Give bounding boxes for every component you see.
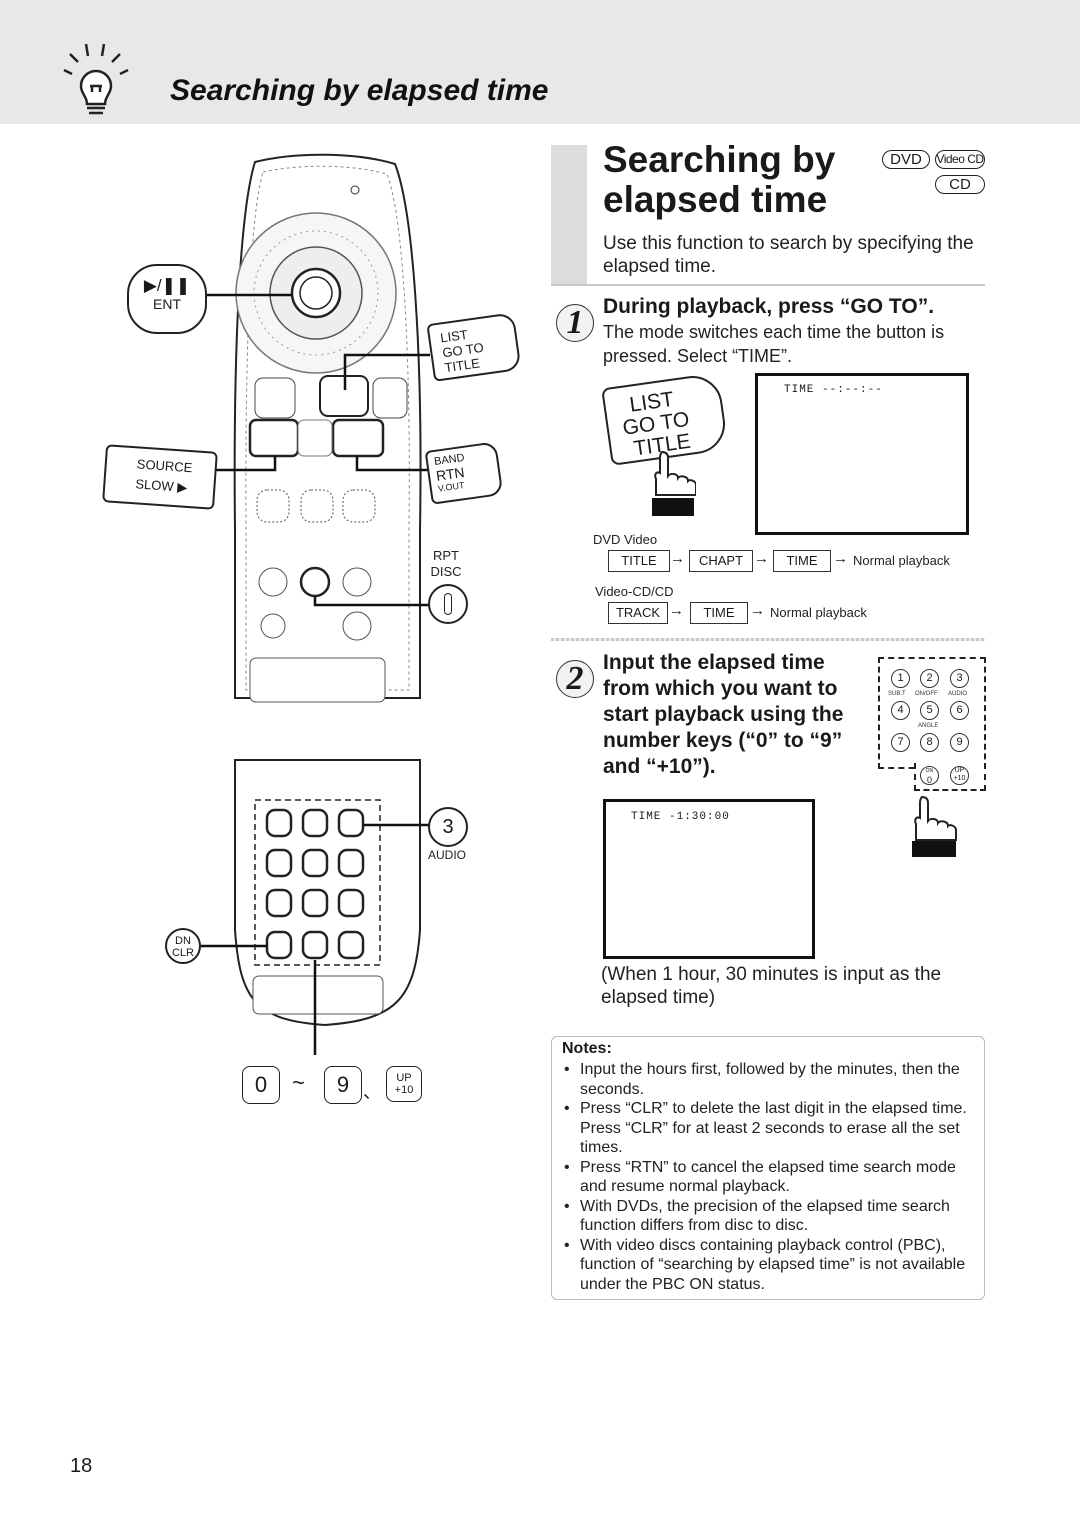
key-6: 6 xyxy=(950,701,969,720)
title-underline xyxy=(551,284,985,286)
key-3: 3 xyxy=(950,669,969,688)
separator: 、 xyxy=(363,1082,381,1102)
dn-label: DN xyxy=(175,935,191,947)
step2-heading-line4: number keys (“0” to “9” xyxy=(603,729,843,752)
pointing-hand-icon xyxy=(912,795,957,857)
up-small-label: UP xyxy=(954,767,965,774)
list-goto-title-callout: LIST GO TO TITLE xyxy=(426,312,522,382)
dvd-video-label: DVD Video xyxy=(593,532,658,547)
step2-number: 2 xyxy=(556,660,594,698)
play-pause-icon: ▶/❚❚ xyxy=(143,276,191,295)
arrow-right-icon: → xyxy=(750,602,765,619)
key-7: 7 xyxy=(891,733,910,752)
header-band xyxy=(0,0,1080,124)
key-5: 5 xyxy=(920,701,939,720)
zero-small-label: 0 xyxy=(926,775,932,785)
key-8: 8 xyxy=(920,733,939,752)
dvd-seq-chapt: CHAPT xyxy=(689,550,753,572)
section-title: Searching by elapsed time xyxy=(603,140,873,220)
rpt-label: RPT xyxy=(433,548,459,563)
zero-key: 0 xyxy=(242,1066,280,1104)
cd-badge: CD xyxy=(935,175,985,194)
video-cd-label: Video-CD/CD xyxy=(595,584,674,599)
nine-key: 9 xyxy=(324,1066,362,1104)
vcd-seq-time: TIME xyxy=(690,602,748,624)
step1-body: The mode switches each time the button i… xyxy=(603,322,945,366)
section-title-line1: Searching by xyxy=(603,139,836,180)
step1-number: 1 xyxy=(556,304,594,342)
lightbulb-icon xyxy=(63,43,129,115)
vcd-normal-playback: Normal playback xyxy=(770,605,867,620)
header-title: Searching by elapsed time xyxy=(170,74,549,107)
dvd-normal-playback: Normal playback xyxy=(853,553,950,568)
clr-label: CLR xyxy=(171,947,194,959)
remote-control-illustration xyxy=(175,153,450,1055)
note-item: With DVDs, the precision of the elapsed … xyxy=(562,1197,982,1236)
audio-small-label: AUDIO xyxy=(948,691,968,697)
subt-label: SUB.T xyxy=(888,691,906,697)
step2-heading: Input the elapsed time from which you wa… xyxy=(603,650,883,780)
arrow-right-icon: → xyxy=(833,550,848,567)
arrow-right-icon: → xyxy=(669,602,684,619)
step2-heading-line5: and “+10”). xyxy=(603,755,716,778)
plus10-label: +10 xyxy=(394,1084,414,1096)
up-label: UP xyxy=(396,1072,412,1084)
notes-title: Notes: xyxy=(562,1040,612,1057)
arrow-right-icon: → xyxy=(754,550,769,567)
video-cd-badge: Video CD xyxy=(935,150,985,169)
step2-heading-line1: Input the elapsed time xyxy=(603,651,825,674)
step2-heading-line2: from which you want to xyxy=(603,677,838,700)
note-item: With video discs containing playback con… xyxy=(562,1236,982,1295)
note-item: Press “CLR” to delete the last digit in … xyxy=(562,1099,982,1158)
slow-label: SLOW ▶ xyxy=(134,476,188,495)
notes-list: Input the hours first, followed by the m… xyxy=(562,1060,982,1294)
page-number: 18 xyxy=(70,1455,93,1477)
dn-clr-callout: DN CLR xyxy=(165,928,201,964)
vcd-seq-track: TRACK xyxy=(608,602,668,624)
key-up-plus10: UP +10 xyxy=(950,766,969,785)
source-slow-callout: SOURCE SLOW ▶ xyxy=(102,444,218,510)
step2-caption: (When 1 hour, 30 minutes is input as the… xyxy=(601,964,942,1008)
dvd-seq-title: TITLE xyxy=(608,550,670,572)
section-title-line2: elapsed time xyxy=(603,179,828,220)
dvd-seq-time: TIME xyxy=(773,550,831,572)
key-0: DN 0 xyxy=(920,766,939,785)
step2-screen: TIME -1:30:00 xyxy=(603,799,815,959)
play-pause-ent-callout: ▶/❚❚ ENT xyxy=(127,264,207,334)
intro-text: Use this function to search by specifyin… xyxy=(603,233,974,277)
plus10-small-label: +10 xyxy=(953,775,966,782)
dn-small-label: DN xyxy=(925,768,934,774)
step1-screen-text: TIME --:--:-- xyxy=(784,384,883,396)
title-accent-bar xyxy=(551,145,587,285)
band-rtn-vout-callout: BAND RTN V.OUT xyxy=(424,441,504,505)
audio-label: AUDIO xyxy=(427,848,466,862)
step1-screen: TIME --:--:-- xyxy=(755,373,969,535)
step2-heading-line3: start playback using the xyxy=(603,703,844,726)
step1-heading: During playback, press “GO TO”. xyxy=(603,295,935,318)
angle-label: ANGLE xyxy=(918,723,939,729)
disc-button xyxy=(428,584,468,624)
notes-box xyxy=(551,1036,985,1300)
note-item: Input the hours first, followed by the m… xyxy=(562,1060,982,1099)
arrow-right-icon: → xyxy=(670,550,685,567)
key-1: 1 xyxy=(891,669,910,688)
audio-key-callout: 3 xyxy=(428,807,468,847)
pointing-hand-icon xyxy=(652,450,696,516)
onoff-label: ON/OFF xyxy=(915,691,938,697)
tilde: ~ xyxy=(292,1070,305,1095)
ent-label: ENT xyxy=(153,296,181,312)
key-9: 9 xyxy=(950,733,969,752)
disc-label: DISC xyxy=(430,564,462,579)
note-item: Press “RTN” to cancel the elapsed time s… xyxy=(562,1158,982,1197)
up-plus10-key: UP +10 xyxy=(386,1066,422,1102)
step2-screen-text: TIME -1:30:00 xyxy=(631,811,730,823)
key-4: 4 xyxy=(891,701,910,720)
key-2: 2 xyxy=(920,669,939,688)
dvd-badge: DVD xyxy=(882,150,930,169)
step-divider xyxy=(551,638,985,641)
